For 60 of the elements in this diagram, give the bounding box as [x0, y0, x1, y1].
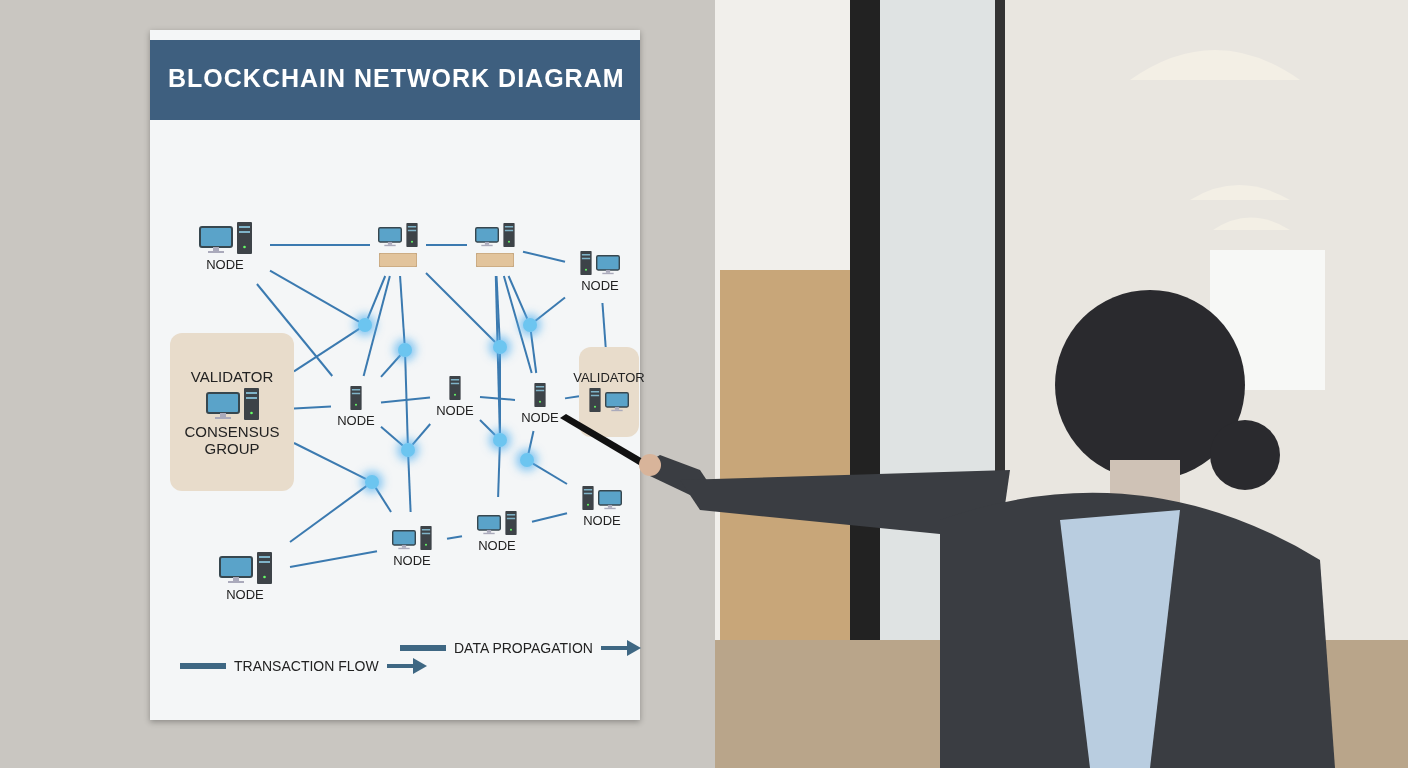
connector-line [425, 244, 468, 246]
connector-line [495, 275, 501, 341]
validator-panel [170, 333, 294, 491]
network-hub-dot [358, 318, 372, 332]
connector-line [411, 423, 432, 446]
connector-line [507, 275, 529, 320]
connector-line [534, 296, 566, 322]
connector-line [380, 354, 402, 378]
connector-line [502, 275, 533, 374]
network-hub-dot [520, 453, 534, 467]
connector-line [601, 302, 607, 348]
connector-line [446, 535, 463, 540]
node-label: NODE [581, 277, 619, 293]
connector-line [380, 425, 404, 447]
node-label: VALIDATOR [573, 369, 645, 385]
connector-line [527, 430, 535, 455]
node-label: VALIDATOR [189, 367, 275, 385]
connector-line [407, 456, 412, 513]
node-label: NODE [583, 512, 621, 528]
legend-text: DATA PROPAGATION [454, 640, 593, 656]
node-label: CONSENSUS GROUP [183, 422, 281, 457]
network-hub-dot [493, 433, 507, 447]
node-label: NODE [226, 586, 264, 602]
connector-line [289, 485, 368, 544]
connector-line [293, 405, 332, 410]
connector-line [255, 283, 334, 377]
connector-line [529, 330, 538, 374]
connector-line [293, 327, 361, 373]
network-hub-dot [523, 318, 537, 332]
connector-line [366, 275, 387, 320]
connector-line [564, 395, 580, 400]
connector-line [374, 486, 393, 513]
connector-line [479, 396, 516, 401]
connector-line [425, 272, 497, 344]
connector-line [532, 462, 568, 485]
node-label: NODE [337, 412, 375, 428]
connector-line [479, 419, 497, 437]
node-label: NODE [206, 256, 244, 272]
network-hub-dot [365, 475, 379, 489]
connector-line [269, 244, 371, 246]
connector-line [522, 250, 566, 263]
node-label: NODE [521, 409, 559, 425]
connector-line [497, 446, 501, 498]
connector-line [404, 356, 409, 444]
connector-line [293, 442, 367, 480]
network-hub-dot [398, 343, 412, 357]
node-label: NODE [436, 402, 474, 418]
connector-line [399, 275, 406, 344]
connector-line [362, 275, 391, 377]
node-label: NODE [393, 552, 431, 568]
connector-line [269, 269, 360, 323]
network-hub-dot [493, 340, 507, 354]
network-hub-dot [401, 443, 415, 457]
connector-line [499, 353, 501, 434]
connector-line [531, 512, 568, 523]
node-label: NODE [478, 537, 516, 553]
connector-line [380, 396, 431, 404]
connector-line [289, 550, 378, 568]
legend-text: TRANSACTION FLOW [234, 658, 379, 674]
poster-title: BLOCKCHAIN NETWORK DIAGRAM [168, 64, 625, 93]
